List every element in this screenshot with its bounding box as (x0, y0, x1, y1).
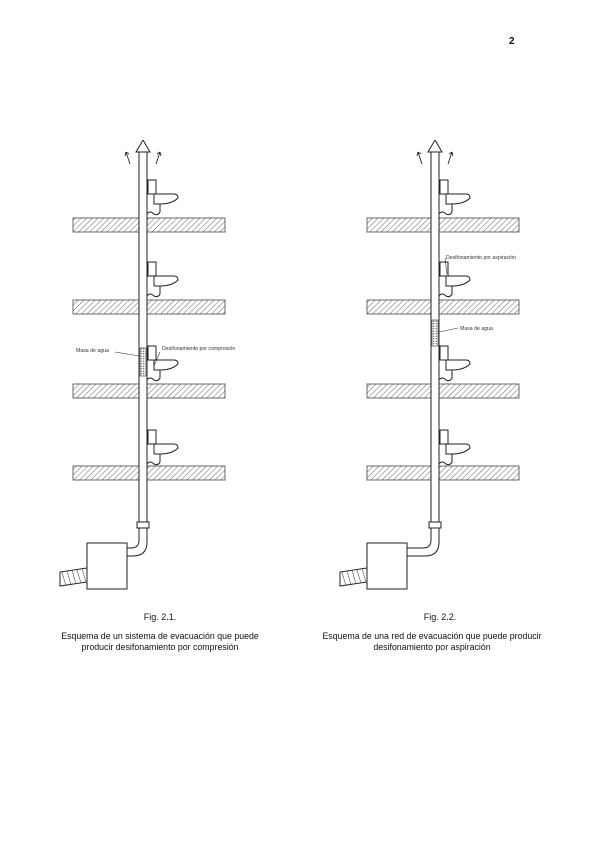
toilet-icon (438, 429, 471, 466)
caption-line: producir desifonamiento por compresión (81, 642, 239, 652)
drain-elbow (405, 528, 440, 557)
vent-arrow-icon (427, 140, 443, 153)
floor-slab (72, 217, 226, 233)
annotation-water-mass: Masa de agua (76, 348, 109, 354)
toilet-icon (146, 179, 179, 216)
floor-slab (72, 299, 226, 315)
drainage-diagram-compression: Masa de agua Desifonamiento por compresi… (59, 140, 235, 590)
water-mass (139, 347, 147, 377)
page-number: 2 (509, 36, 515, 47)
floor-slab (72, 383, 226, 399)
floor-slab (366, 299, 520, 315)
figure-caption: Esquema de un sistema de evacuación que … (28, 631, 292, 653)
toilet-icon (146, 345, 179, 382)
vent-arrow-icon (135, 140, 151, 153)
figure-label: Fig. 2.1. (143, 612, 177, 622)
toilet-icon (438, 179, 471, 216)
floor-slab (72, 465, 226, 481)
caption-line: Esquema de un sistema de evacuación que … (61, 631, 259, 641)
toilet-icon (438, 261, 471, 298)
floor-slab (366, 217, 520, 233)
toilet-icon (146, 429, 179, 466)
drainage-diagram-aspiration: Masa de agua Desifonamiento por aspiraci… (339, 140, 520, 590)
water-mass (431, 319, 439, 347)
annotation-effect: Desifonamiento por aspiración (446, 255, 516, 261)
annotation-water-mass: Masa de agua (460, 326, 493, 332)
drain-stack (138, 151, 148, 523)
figure-label: Fig. 2.2. (423, 612, 457, 622)
figure-2-1: Masa de agua Desifonamiento por compresi… (40, 140, 280, 610)
collector-box (366, 542, 408, 590)
floor-slab (366, 383, 520, 399)
drain-elbow (125, 528, 148, 557)
figure-caption: Esquema de una red de evacuación que pue… (292, 631, 572, 653)
collector-box (86, 542, 128, 590)
annotation-effect: Desifonamiento por compresión (162, 346, 235, 352)
caption-line: desifonamiento por aspiración (373, 642, 491, 652)
figure-2-2: Masa de agua Desifonamiento por aspiraci… (320, 140, 560, 610)
toilet-icon (146, 261, 179, 298)
caption-line: Esquema de una red de evacuación que pue… (322, 631, 542, 641)
floor-slab (366, 465, 520, 481)
toilet-icon (438, 345, 471, 382)
